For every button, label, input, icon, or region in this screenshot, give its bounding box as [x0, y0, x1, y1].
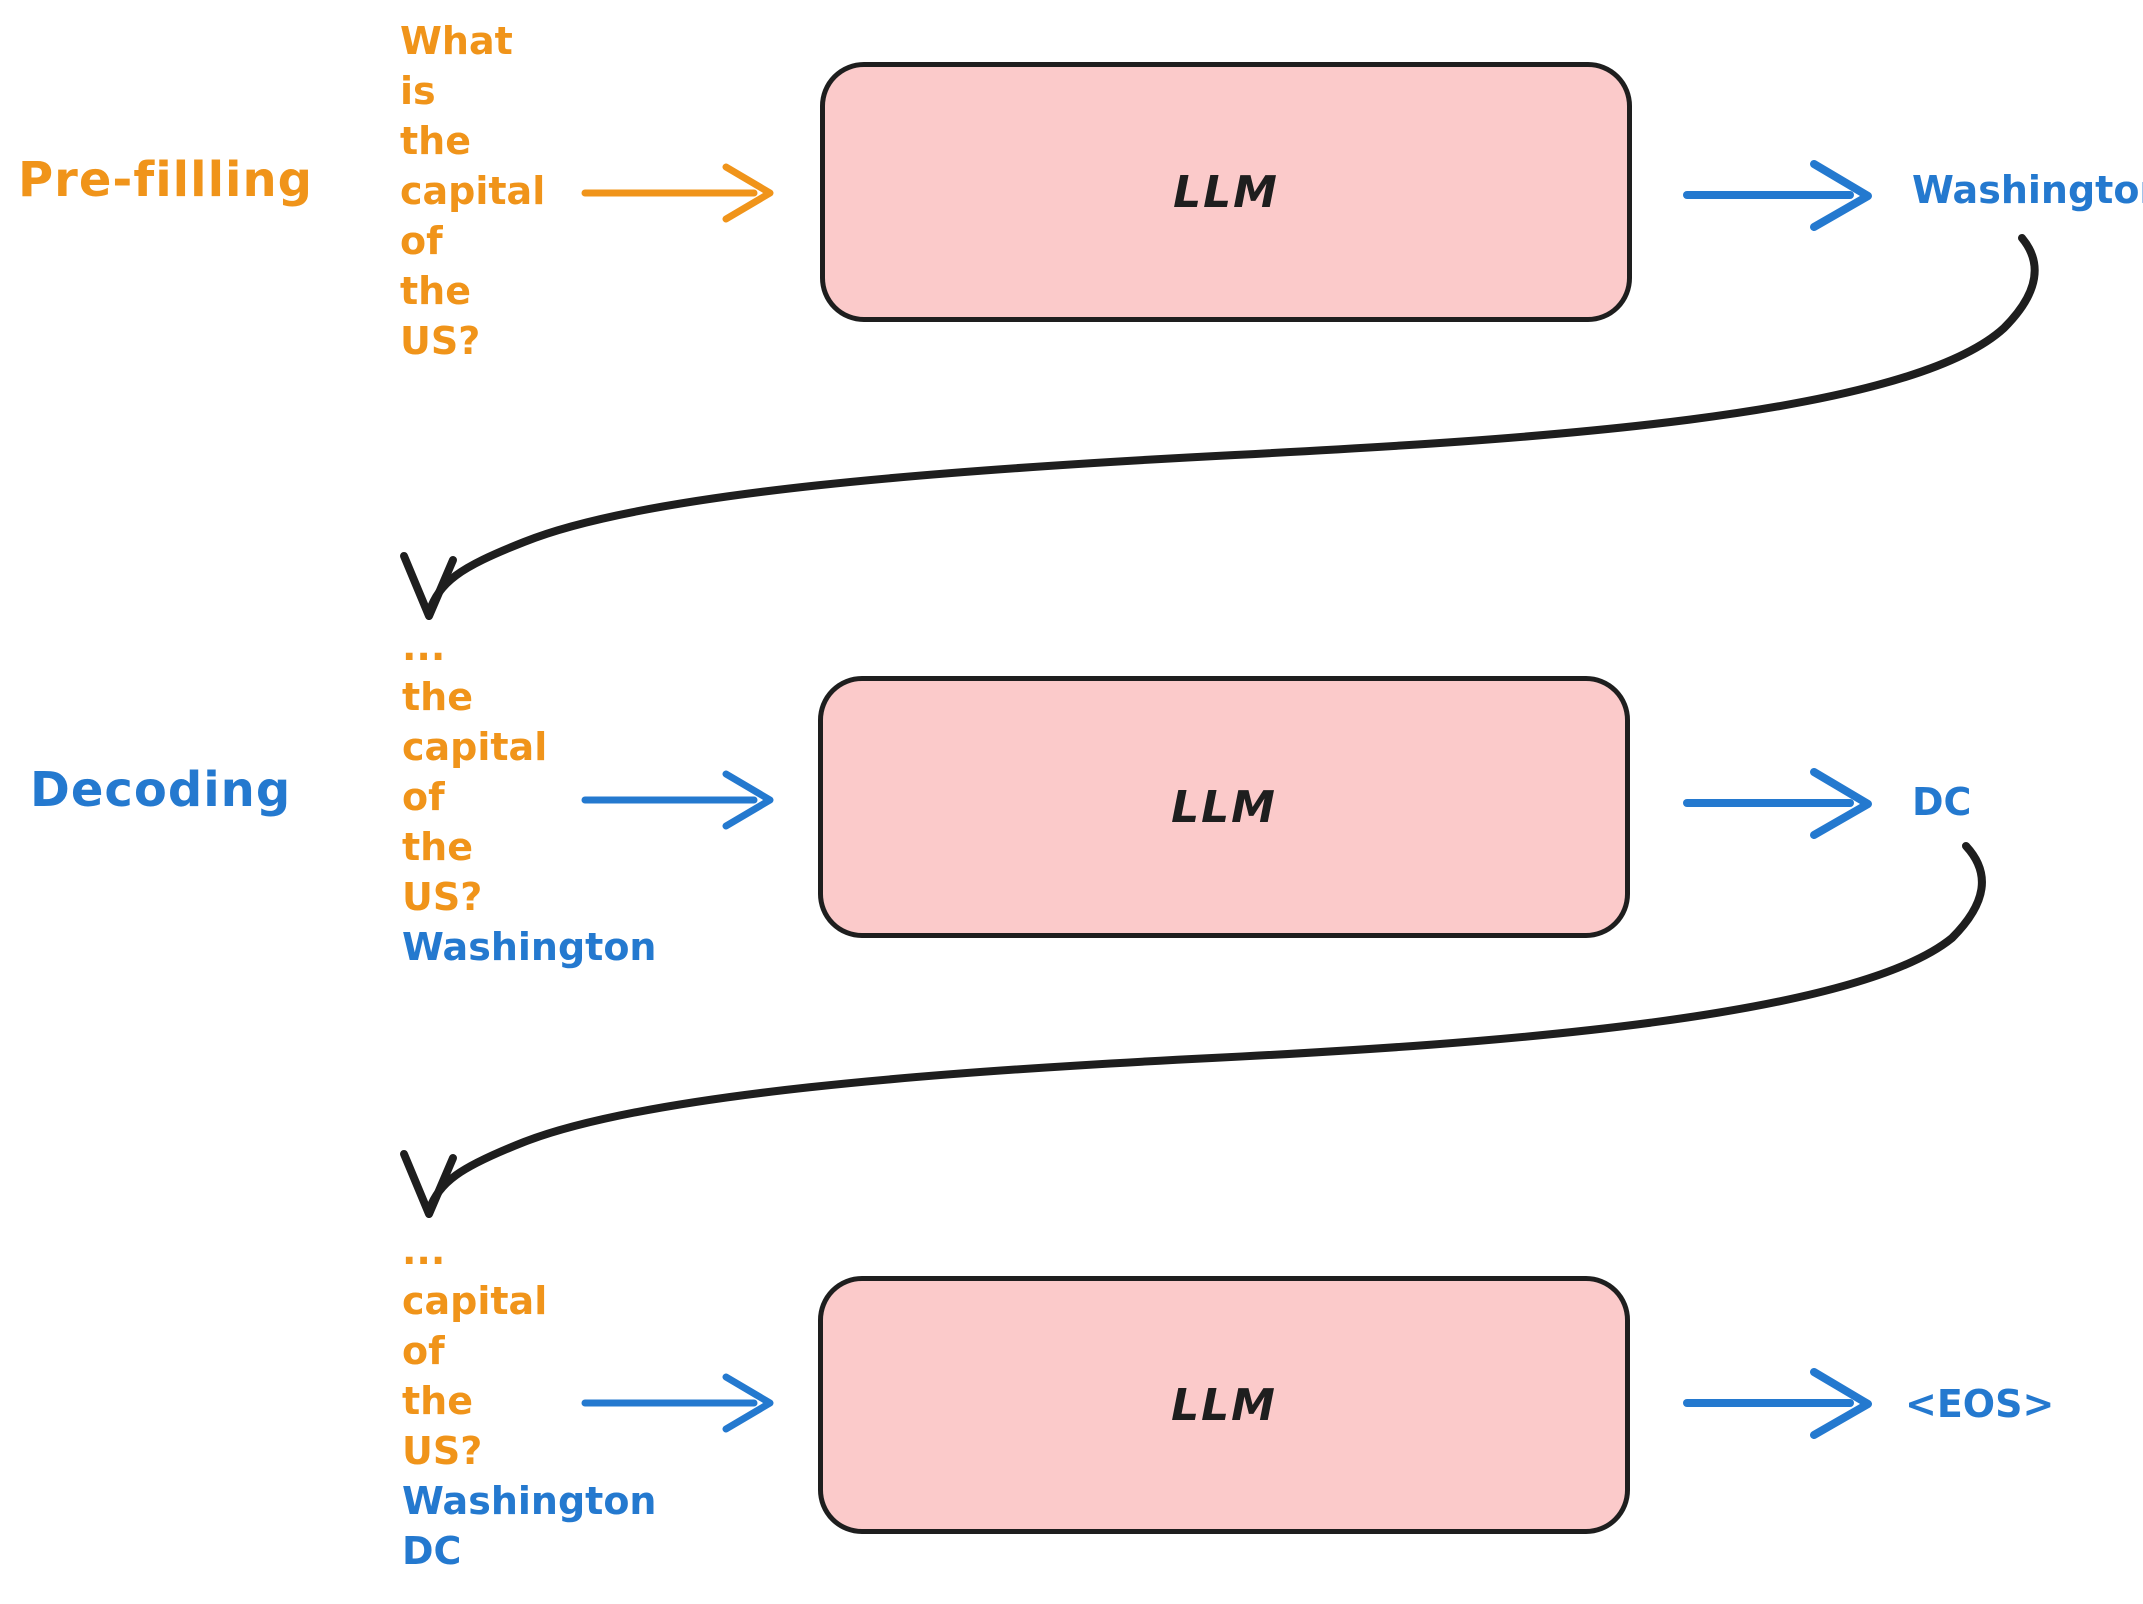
token: the: [400, 269, 471, 313]
decode2-output-arrow: [1683, 1368, 1872, 1439]
decode1-input-tokens: ... the capital of the US? Washington: [402, 622, 656, 972]
token: the: [400, 119, 471, 163]
llm-box-label: LLM: [1171, 1379, 1277, 1431]
token: of: [402, 775, 445, 819]
decode1-output-arrow: [1683, 768, 1872, 839]
llm-box-label: LLM: [1171, 781, 1277, 833]
token: ...: [402, 1229, 446, 1273]
token: What: [400, 19, 513, 63]
token: the: [402, 825, 473, 869]
output-token-3: <EOS>: [1905, 1382, 2055, 1426]
output-token-1: Washington: [1912, 168, 2143, 212]
stage-label-decoding: Decoding: [30, 762, 292, 818]
token: US?: [402, 875, 483, 919]
token: the: [402, 675, 473, 719]
llm-box-prefill: LLM: [820, 62, 1632, 322]
output-token-2: DC: [1912, 780, 1972, 824]
token: Washington: [402, 1479, 657, 1523]
feedback-arrow-2: [400, 842, 1986, 1218]
prefill-input-arrow: [581, 163, 774, 223]
token: DC: [402, 1529, 462, 1573]
decode2-input-arrow: [581, 1373, 774, 1433]
prefill-output-arrow: [1683, 160, 1872, 231]
token: capital: [400, 169, 546, 213]
prefill-input-tokens: What is the capital of the US?: [400, 16, 545, 366]
token: capital: [402, 725, 548, 769]
decode1-input-arrow: [581, 770, 774, 830]
token: Washington: [402, 925, 657, 969]
token: of: [402, 1329, 445, 1373]
token: US?: [402, 1429, 483, 1473]
llm-box-decode1: LLM: [818, 676, 1630, 938]
llm-box-label: LLM: [1173, 166, 1279, 218]
token: of: [400, 219, 443, 263]
stage-label-prefilling: Pre-fillling: [18, 152, 314, 208]
token: the: [402, 1379, 473, 1423]
token: capital: [402, 1279, 548, 1323]
llm-box-decode2: LLM: [818, 1276, 1630, 1534]
feedback-arrow-1: [400, 234, 2039, 620]
token: is: [400, 69, 436, 113]
token: ...: [402, 625, 446, 669]
decode2-input-tokens: ... capital of the US? Washington DC: [402, 1226, 656, 1576]
token: US?: [400, 319, 481, 363]
